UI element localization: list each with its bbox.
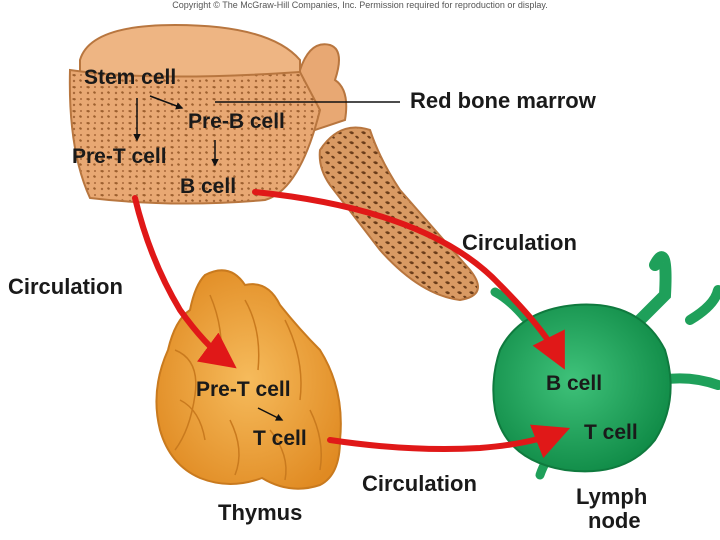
- copyright-notice: Copyright © The McGraw-Hill Companies, I…: [172, 0, 548, 10]
- label-circulation-right: Circulation: [462, 230, 577, 255]
- label-circulation-left: Circulation: [8, 274, 123, 299]
- arrow-stem-to-pre-b: [149, 95, 184, 110]
- arrow-marrow-to-lymph: [252, 189, 565, 370]
- label-red-bone-marrow: Red bone marrow: [410, 88, 596, 113]
- label-t-cell-lymph: T cell: [584, 421, 638, 444]
- circulation-arrows: [132, 189, 571, 459]
- label-t-cell-thymus: T cell: [253, 427, 307, 450]
- label-stem-cell: Stem cell: [84, 66, 177, 89]
- arrow-pre-t-to-t: [257, 407, 284, 421]
- label-pre-t-cell-marrow: Pre-T cell: [72, 145, 167, 168]
- label-b-cell-lymph: B cell: [546, 372, 603, 395]
- label-b-cell-marrow: B cell: [180, 175, 237, 198]
- bone-marrow-illustration: [68, 23, 479, 302]
- label-pre-t-cell-thymus: Pre-T cell: [196, 378, 291, 401]
- label-circulation-bottom: Circulation: [362, 471, 477, 496]
- label-thymus: Thymus: [218, 500, 303, 525]
- maturation-arrows: [133, 95, 400, 421]
- label-lymph-node-line1: Lymph: [576, 484, 648, 509]
- thymus-illustration: [155, 269, 342, 490]
- arrow-thymus-to-lymph: [327, 424, 571, 459]
- label-pre-b-cell: Pre-B cell: [188, 110, 285, 133]
- label-lymph-node-line2: node: [588, 508, 641, 533]
- arrow-marrow-to-thymus: [132, 195, 237, 369]
